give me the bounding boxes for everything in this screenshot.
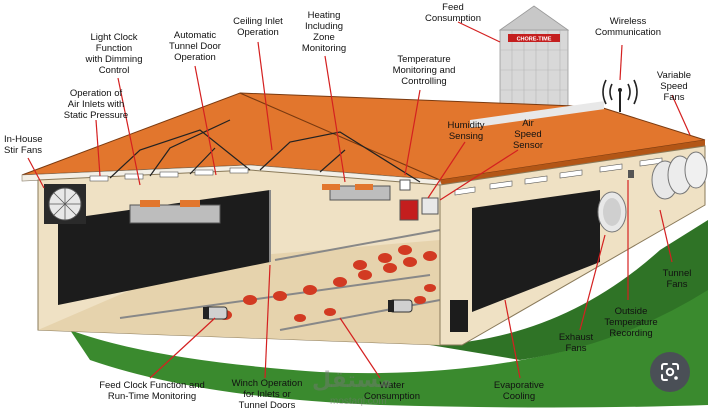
label-automatic-tunnel-door: Automatic Tunnel Door Operation xyxy=(169,30,221,63)
outside-sensor xyxy=(628,170,634,178)
corner-box xyxy=(450,300,468,332)
controller-box xyxy=(399,199,419,221)
label-exhaust-fans: Exhaust Fans xyxy=(558,332,594,354)
label-tunnel-fans: Tunnel Fans xyxy=(662,268,692,290)
label-temperature-monitoring: Temperature Monitoring and Controlling xyxy=(392,54,456,87)
label-feed-clock: Feed Clock Function and Run-Time Monitor… xyxy=(99,380,205,402)
heater-left xyxy=(129,200,221,224)
label-ceiling-inlet: Ceiling Inlet Operation xyxy=(233,16,283,38)
label-feed-consumption: Feed Consumption xyxy=(425,2,481,24)
feed-silo xyxy=(498,5,570,109)
watermark-arabic: مستقل xyxy=(312,368,393,393)
pad-cover-top xyxy=(470,101,604,128)
roof-edge xyxy=(440,140,705,186)
label-air-inlets: Operation of Air Inlets with Static Pres… xyxy=(63,88,129,121)
label-variable-speed-fans: Variable Speed Fans xyxy=(656,70,692,103)
label-winch-operation: Winch Operation for Inlets or Tunnel Doo… xyxy=(231,378,303,411)
feed-motor xyxy=(203,306,228,320)
grass-shadow xyxy=(430,220,708,360)
feeders xyxy=(218,245,437,322)
thermostat xyxy=(399,179,411,191)
winch-motor xyxy=(388,299,413,313)
google-lens-icon[interactable] xyxy=(650,352,690,392)
wireless-antenna-icon xyxy=(602,79,638,112)
watermark-latin: mostaql.com xyxy=(330,396,387,407)
label-air-speed-sensor: Air Speed Sensor xyxy=(512,118,544,151)
evaporative-pad xyxy=(472,190,600,312)
wall-inlets xyxy=(89,167,249,182)
grass xyxy=(70,265,708,408)
trusses xyxy=(109,119,421,183)
label-evaporative-cooling: Evaporative Cooling xyxy=(493,380,545,402)
label-in-house-stir-fans: In-House Stir Fans xyxy=(4,134,43,156)
stir-fan xyxy=(44,184,86,224)
sensor-box xyxy=(421,197,439,215)
exterior-inlets xyxy=(454,157,663,196)
label-wireless-communication: Wireless Communication xyxy=(595,16,661,38)
exhaust-fan xyxy=(597,191,627,233)
label-light-clock: Light Clock Function with Dimming Contro… xyxy=(85,32,143,76)
tunnel-fans xyxy=(651,151,708,200)
leader-lines xyxy=(27,21,691,379)
heater-right xyxy=(322,184,391,201)
label-humidity-sensing: Humidity Sensing xyxy=(447,120,485,142)
lens-glyph-icon xyxy=(661,363,679,381)
silo-brand: CHORE-TIME xyxy=(517,37,552,43)
label-outside-temperature: Outside Temperature Recording xyxy=(604,306,658,339)
label-heating-zone: Heating Including Zone Monitoring xyxy=(301,10,347,54)
label-water-consumption: Water Consumption xyxy=(364,380,420,402)
